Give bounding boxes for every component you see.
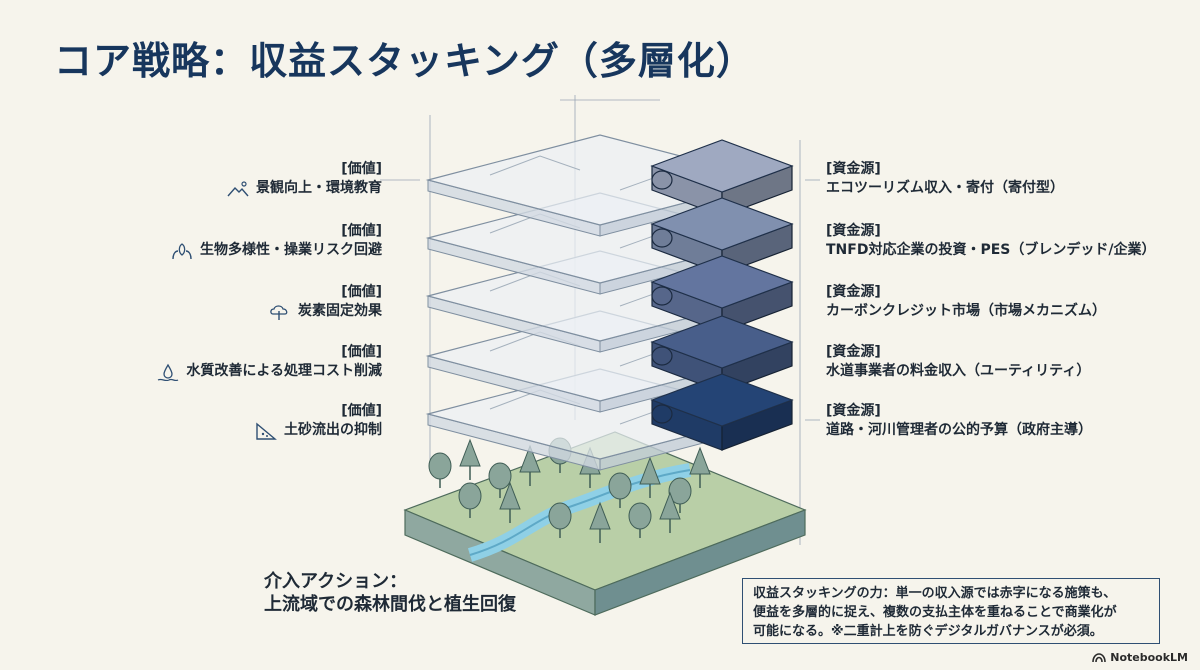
note-box: 収益スタッキングの力：単一の収入源では赤字になる施策も、 便益を多層的に捉え、複… [742,578,1160,644]
fund-text: エコツーリズム収入・寄付（寄付型） [826,180,1064,196]
value-label-5: [価値] 土砂流出の抑制 [254,402,382,440]
action-heading: 介入アクション： [264,571,408,592]
fund-tag: [資金源] [826,344,881,360]
value-tag: [価値] [341,161,382,177]
tree [428,452,452,488]
note-line-1: 収益スタッキングの力：単一の収入源では赤字になる施策も、 [753,586,1117,601]
notebooklm-logo-icon [1092,652,1107,662]
fund-tag: [資金源] [826,284,881,300]
puzzle-piece-5 [650,373,794,451]
fund-label-5: [資金源] 道路・河川管理者の公的予算（政府主導） [826,402,1092,440]
tree [499,481,521,523]
tree [659,491,681,533]
watermark: NotebookLM [1092,651,1188,664]
fund-text: 道路・河川管理者の公的予算（政府主導） [826,422,1092,438]
tree [548,502,572,538]
fund-label-1: [資金源] エコツーリズム収入・寄付（寄付型） [826,160,1064,198]
page-title: コア戦略：収益スタッキング（多層化） [54,39,755,83]
fund-tag: [資金源] [826,161,881,177]
slope-icon [256,422,277,440]
value-label-2: [価値] 生物多様性・操業リスク回避 [170,222,382,260]
value-tag: [価値] [341,403,382,419]
tree [608,472,632,508]
fund-text: カーボンクレジット市場（市場メカニズム） [826,303,1106,319]
tree [668,477,692,513]
tree [689,446,711,488]
value-text: 生物多様性・操業リスク回避 [200,242,382,258]
value-label-4: [価値] 水質改善による処理コスト削減 [156,343,382,381]
value-tag: [価値] [341,344,382,360]
action-text: 上流域での森林間伐と植生回復 [264,594,516,615]
puzzle-pieces [650,139,794,451]
tree [628,502,652,538]
cloud-tree-icon [270,304,288,320]
fund-tag: [資金源] [826,223,881,239]
fund-label-3: [資金源] カーボンクレジット市場（市場メカニズム） [826,283,1106,321]
tree [639,456,661,498]
fund-text: TNFD対応企業の投資・PES（ブレンデッド/企業） [826,242,1156,258]
note-line-3: 可能になる。※二重計上を防ぐデジタルガバナンスが必須。 [753,624,1103,639]
value-text: 炭素固定効果 [298,303,382,319]
value-tag: [価値] [341,223,382,239]
fund-label-2: [資金源] TNFD対応企業の投資・PES（ブレンデッド/企業） [826,222,1155,260]
tree [458,482,482,518]
value-tag: [価値] [341,284,382,300]
value-label-1: [価値] 景観向上・環境教育 [226,160,382,198]
note-line-2: 便益を多層的に捉え、複数の支払主体を重ねることで商業化が [753,605,1117,620]
fund-text: 水道事業者の料金収入（ユーティリティ） [826,363,1091,379]
value-text: 景観向上・環境教育 [256,180,382,196]
tree [488,462,512,498]
intervention-action: 介入アクション： 上流域での森林間伐と植生回復 [264,570,516,616]
tree [589,501,611,543]
value-text: 土砂流出の抑制 [284,422,382,438]
value-label-3: [価値] 炭素固定効果 [268,283,382,321]
fund-tag: [資金源] [826,403,881,419]
landscape-icon [227,180,249,196]
fund-label-4: [資金源] 水道事業者の料金収入（ユーティリティ） [826,343,1090,381]
puzzle-piece-1 [650,139,794,217]
tree [459,438,481,480]
tree [519,444,541,486]
value-text: 水質改善による処理コスト削減 [186,363,382,379]
puzzle-piece-3 [650,255,794,333]
puzzle-piece-2 [650,197,794,275]
hands-leaf-icon [172,242,192,259]
water-drop-icon [158,363,179,381]
watermark-text: NotebookLM [1110,651,1188,664]
